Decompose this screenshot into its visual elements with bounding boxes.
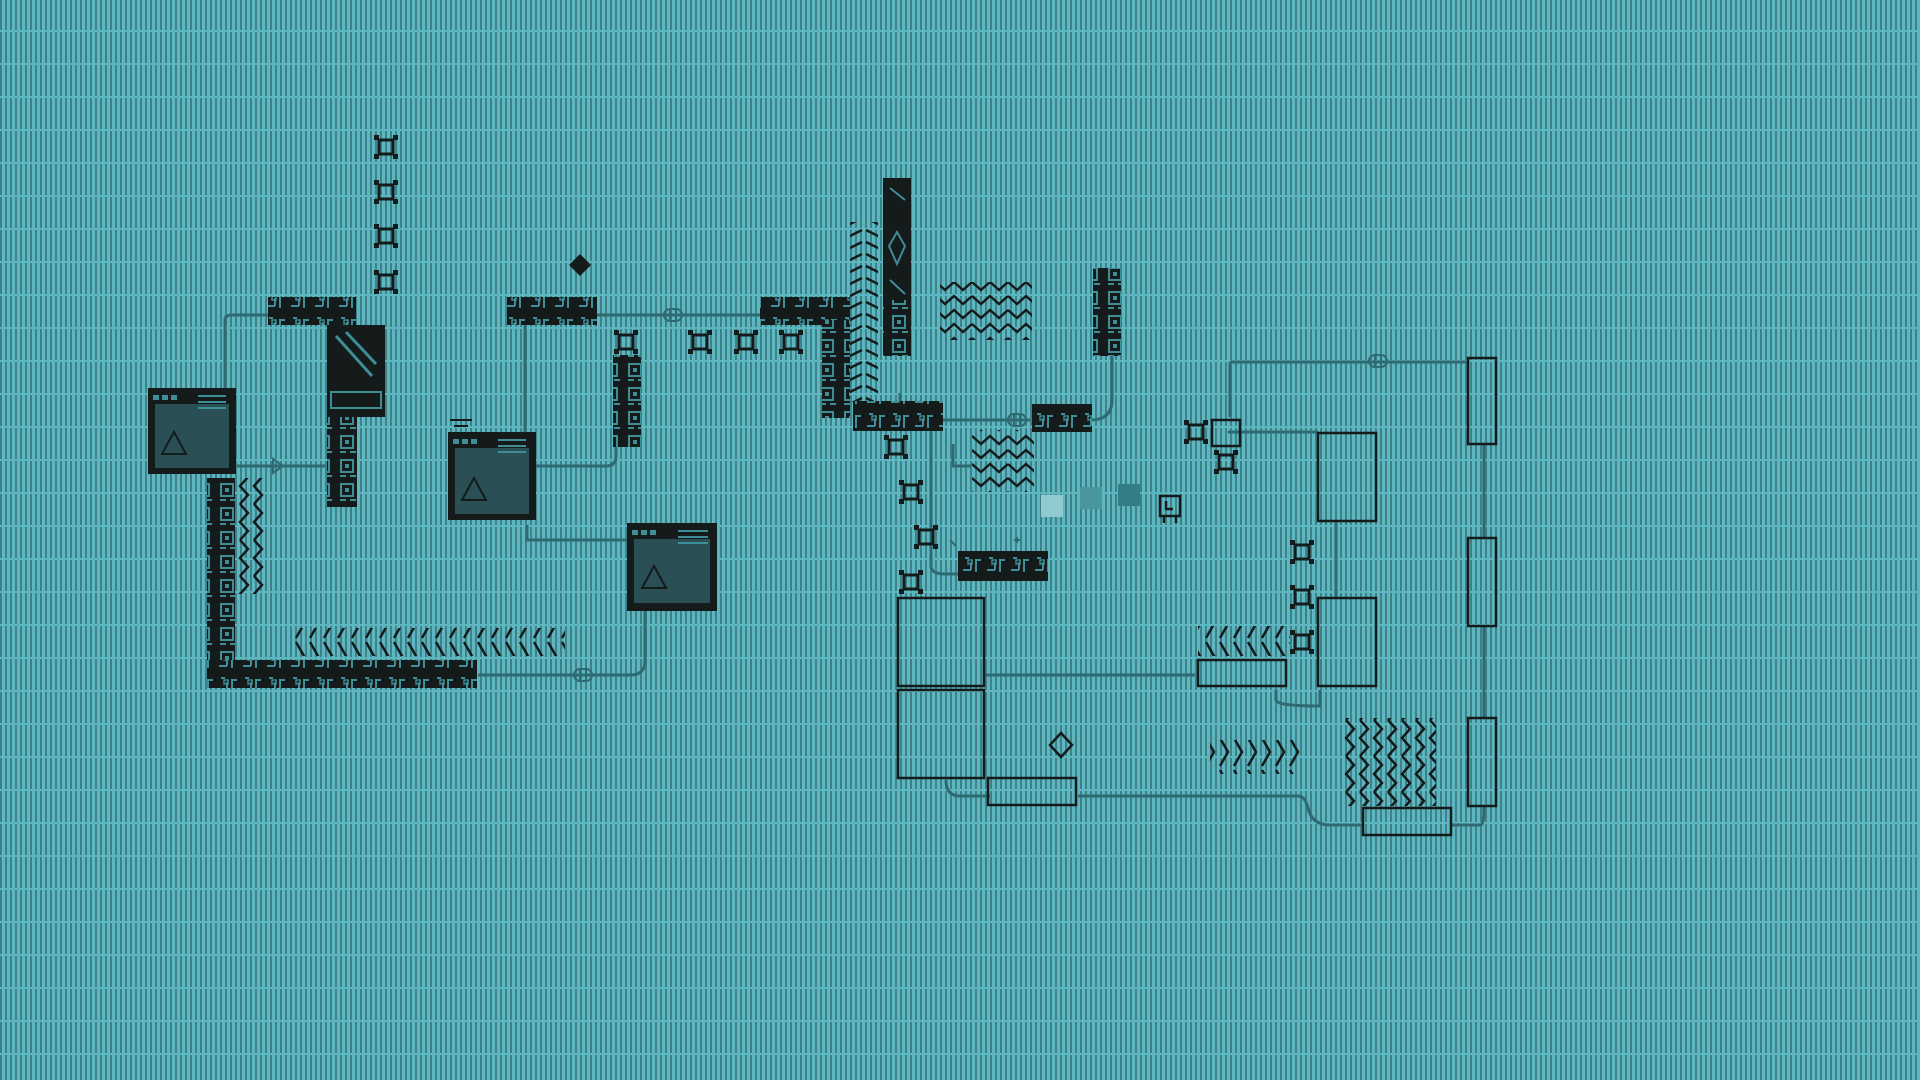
- bug-icon: [732, 328, 760, 356]
- bug-icon: [612, 328, 640, 356]
- circuit-blocks: [207, 178, 1121, 688]
- wire-network: [223, 310, 1486, 827]
- bug-icon: [1288, 628, 1316, 656]
- warning-terminal-3[interactable]: [627, 523, 717, 611]
- antenna-icon: [450, 419, 472, 427]
- player-trail: [949, 484, 1140, 547]
- warning-triangle-icon: [460, 475, 488, 501]
- empty-slots[interactable]: [896, 356, 1498, 837]
- bug-icon: [1288, 583, 1316, 611]
- bug-icon: [372, 178, 400, 206]
- bug-icon: [372, 133, 400, 161]
- bug-icon: [1288, 538, 1316, 566]
- bug-icon: [897, 568, 925, 596]
- bug-icon: [912, 523, 940, 551]
- bug-icon: [1212, 448, 1240, 476]
- warning-terminal-2[interactable]: [448, 419, 536, 520]
- bug-icon: [1182, 418, 1210, 446]
- bug-icon: [882, 433, 910, 461]
- warning-triangle-icon: [160, 429, 188, 455]
- bug-icon: [372, 222, 400, 250]
- bug-icon: [372, 268, 400, 296]
- diamond-icon[interactable]: [569, 254, 591, 276]
- warning-terminal-1[interactable]: [148, 388, 236, 474]
- diamond-outline-icon[interactable]: [1048, 731, 1074, 759]
- wire-links: [272, 308, 1388, 682]
- player-icon[interactable]: [1158, 494, 1182, 523]
- bug-icon: [897, 478, 925, 506]
- hazard-fields: [238, 222, 1436, 806]
- bug-icon: [777, 328, 805, 356]
- bug-icon: [686, 328, 714, 356]
- warning-triangle-icon: [640, 563, 668, 589]
